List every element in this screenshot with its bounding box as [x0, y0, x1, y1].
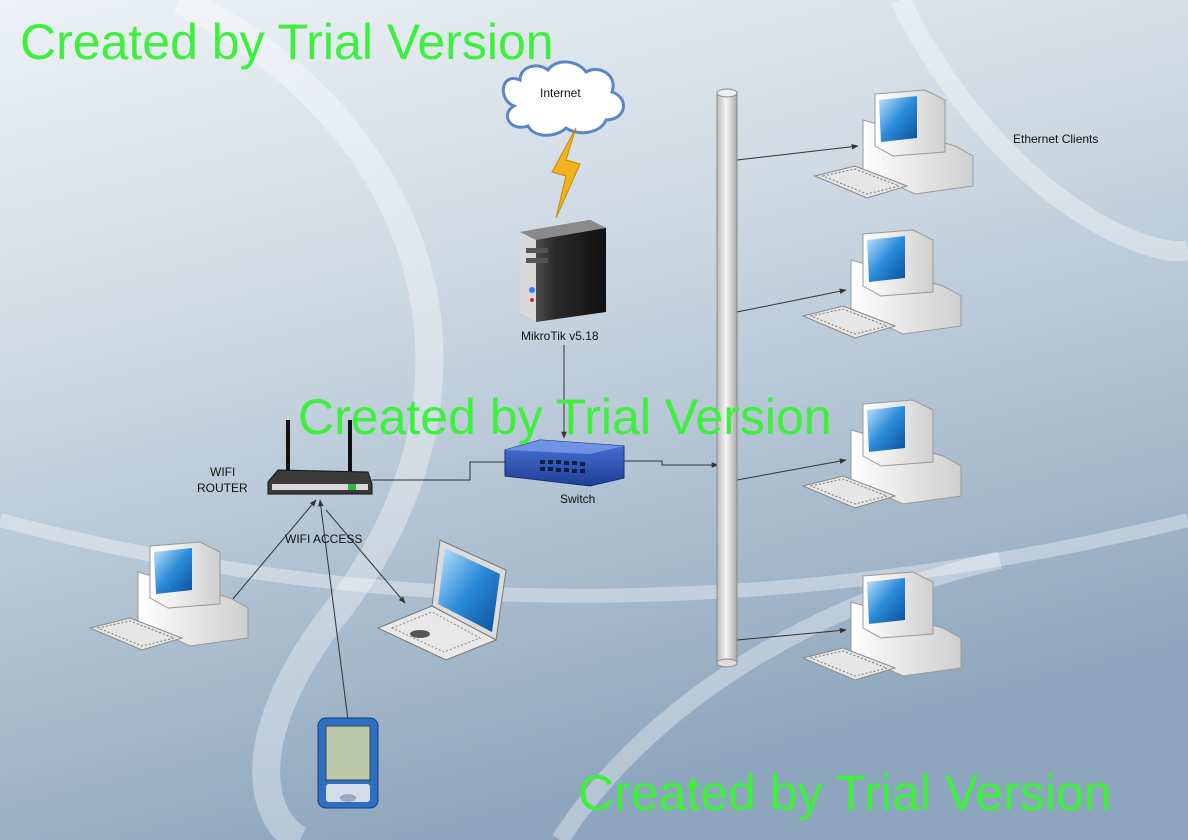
wifi-client-desktop-computer-icon [88, 541, 249, 651]
trial-watermark-bottom: Created by Trial Version [578, 765, 1112, 821]
network-switch-icon [504, 439, 625, 487]
router-label-line2: ROUTER [197, 481, 248, 495]
link-backbone-client-3 [736, 458, 847, 481]
laptop-icon [376, 539, 507, 661]
ethernet-client-1-computer-icon [813, 89, 974, 199]
wifi-router-icon [267, 420, 373, 495]
pda-device-icon [317, 717, 379, 809]
link-router-switch [372, 461, 505, 481]
ethernet-client-4-computer-icon [801, 571, 962, 681]
ethernet-backbone [716, 88, 738, 668]
router-label-line1: WIFI [210, 465, 236, 479]
internet-label: Internet [540, 86, 581, 100]
link-switch-backbone [624, 460, 719, 468]
trial-watermark-top: Created by Trial Version [20, 14, 554, 70]
link-router-laptop [325, 509, 406, 604]
link-backbone-client-1 [736, 143, 859, 161]
switch-label: Switch [560, 492, 596, 506]
server-tower-icon [520, 220, 606, 322]
connections [231, 143, 859, 721]
ethernet-clients-label: Ethernet Clients [1013, 132, 1099, 146]
link-backbone-client-4 [736, 627, 847, 641]
link-backbone-client-2 [736, 288, 847, 313]
ethernet-client-2-computer-icon [801, 229, 962, 339]
server-label: MikroTik v5.18 [521, 329, 599, 343]
lightning-bolt-icon [551, 127, 581, 219]
ethernet-client-3-computer-icon [801, 399, 962, 509]
wifi-access-label: WIFI ACCESS [285, 532, 363, 546]
link-pda-router [318, 499, 349, 721]
link-router-desktop [231, 499, 317, 601]
trial-watermark-middle: Created by Trial Version [298, 389, 832, 445]
internet-cloud-icon [501, 60, 625, 137]
